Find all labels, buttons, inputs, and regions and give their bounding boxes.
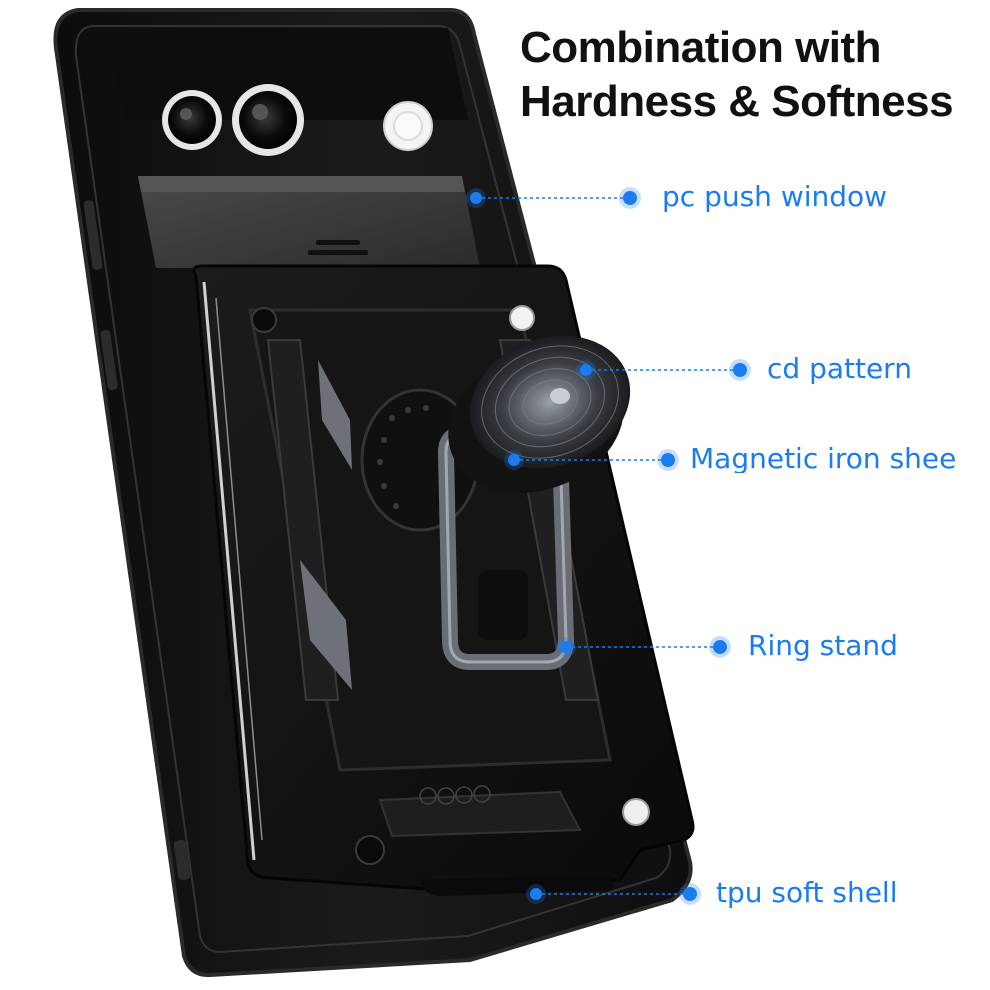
headline-line-2: Hardness & Softness — [520, 77, 954, 126]
callout-label-pc-push-window: pc push window — [662, 180, 888, 213]
camera-module — [104, 28, 468, 156]
camera-lens-left — [162, 90, 222, 150]
callout-leader-lines — [476, 197, 740, 895]
callout-dot — [504, 449, 679, 471]
callout-label-ring-stand: Ring stand — [748, 629, 898, 662]
callout-dot — [556, 636, 731, 658]
callout-label-tpu-soft-shell: tpu soft shell — [716, 876, 898, 909]
callout-dot — [466, 187, 641, 209]
callout-label-cd-pattern: cd pattern — [767, 352, 912, 385]
pc-push-window — [138, 176, 480, 268]
callout-dots — [466, 187, 751, 905]
headline-line-1: Combination with — [520, 23, 882, 72]
flash-icon — [383, 101, 433, 151]
callout-dot — [576, 359, 751, 381]
camera-lens-right — [232, 84, 304, 156]
callout-dot — [526, 883, 701, 905]
callout-label-magnetic-iron-sheet: Magnetic iron shee — [690, 445, 957, 473]
